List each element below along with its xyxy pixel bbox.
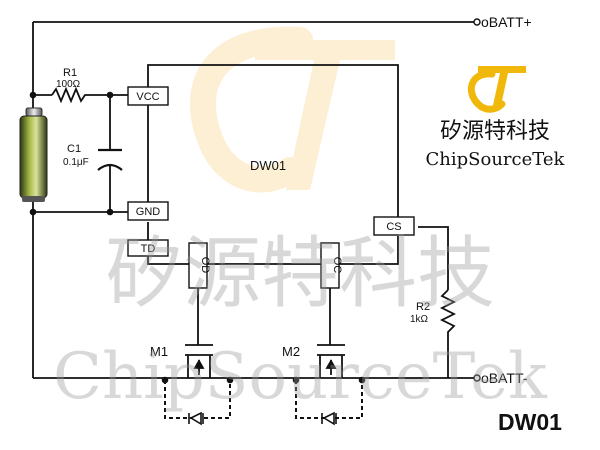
m1-label: M1 bbox=[150, 344, 168, 359]
pin-oc: OC bbox=[331, 257, 343, 274]
logo-english-text: ChipSourceTek bbox=[426, 149, 566, 170]
pin-od: OD bbox=[199, 257, 211, 274]
r1-resistor bbox=[51, 86, 88, 104]
batt-plus-label: oBATT+ bbox=[481, 14, 532, 30]
footer-part-number: DW01 bbox=[498, 409, 562, 435]
battery-cell bbox=[19, 107, 48, 202]
m1-mosfet bbox=[185, 344, 213, 378]
c1-value: 0.1μF bbox=[63, 157, 89, 168]
wires bbox=[32, 21, 474, 379]
logo-watermark-large bbox=[189, 26, 395, 193]
pin-vcc: VCC bbox=[136, 91, 159, 103]
r2-resistor bbox=[439, 289, 457, 338]
r2-value: 1kΩ bbox=[410, 314, 429, 325]
watermark-english: ChipSourceTek bbox=[53, 340, 548, 414]
watermark-chinese: 矽源特科技 bbox=[105, 229, 495, 319]
chip-name: DW01 bbox=[250, 158, 286, 173]
terminals bbox=[473, 18, 481, 382]
logo-chinese-text: 矽源特科技 bbox=[440, 119, 550, 144]
pin-td: TD bbox=[141, 243, 156, 255]
pin-gnd: GND bbox=[136, 206, 161, 218]
pin-cs: CS bbox=[386, 221, 401, 233]
diode-symbols bbox=[188, 411, 337, 426]
c1-capacitor bbox=[97, 148, 123, 171]
batt-minus-label: oBATT- bbox=[481, 370, 528, 386]
m2-mosfet bbox=[317, 344, 345, 378]
m2-label: M2 bbox=[282, 344, 300, 359]
r1-value: 100Ω bbox=[56, 79, 81, 90]
c1-name: C1 bbox=[67, 143, 81, 155]
company-logo bbox=[467, 66, 526, 113]
pin-boxes bbox=[127, 86, 415, 289]
r2-name: R2 bbox=[416, 301, 430, 313]
r1-name: R1 bbox=[63, 67, 77, 79]
